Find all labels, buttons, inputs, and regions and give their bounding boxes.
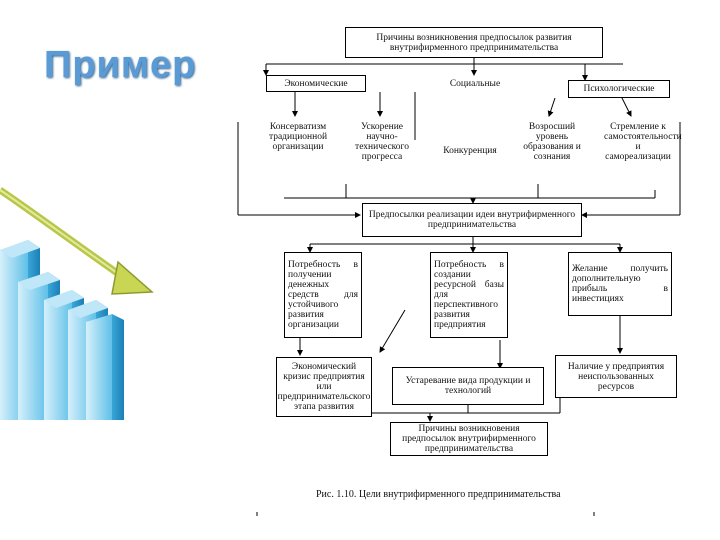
unused-resources-box: Наличие у предприятия неиспользованных р… [555, 355, 677, 398]
category-economic: Экономические [266, 75, 366, 92]
need-box-money: Потребность в получении денежных средств… [284, 252, 362, 338]
econ-factor-scientific-progress: Ускорение научно-технического прогресса [355, 122, 409, 162]
crisis-box: Экономический кризис предприятия или пре… [276, 357, 372, 417]
figure-caption: Рис. 1.10. Цели внутрифирменного предпри… [316, 489, 561, 500]
middle-box-prerequisites: Предпосылки реализации идеи внутрифирмен… [362, 203, 582, 237]
bottom-box: Причины возникновения предпосылок внутри… [390, 422, 548, 456]
econ-factor-competition: Конкуренция [443, 146, 497, 156]
category-social: Социальные [449, 79, 501, 89]
slide-title: Пример [44, 44, 197, 86]
bar-chart-arrow-graphic [0, 187, 154, 420]
need-box-resource-base: Потребность в создании ресурсной базы дл… [430, 252, 508, 338]
econ-factor-conservatism: Консерватизм традиционной организации [268, 122, 328, 152]
psych-factor-education: Возросший уровень образования и сознания [523, 122, 581, 162]
psych-factor-self-realization: Стремление к самостоятельности и самореа… [604, 122, 682, 162]
top-box: Причины возникновения предпосылок развит… [345, 27, 603, 58]
category-psychological: Психологические [568, 80, 670, 98]
obsolescence-box: Устаревание вида продукции и технологий [392, 367, 544, 405]
need-box-extra-profit: Желание получить дополнительную прибыль … [568, 252, 672, 316]
